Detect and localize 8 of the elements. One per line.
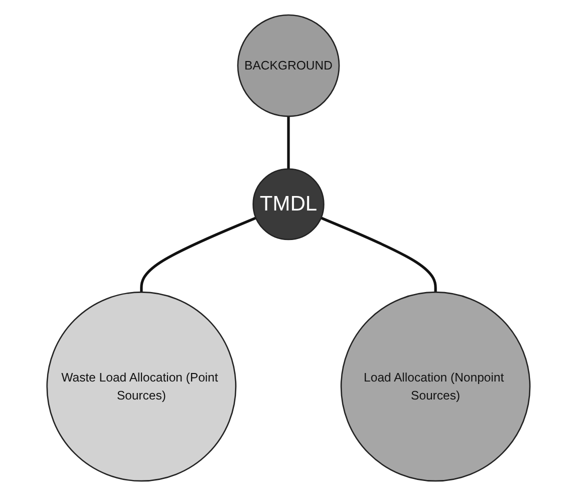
connector [140, 216, 256, 292]
node-circle [237, 14, 340, 116]
node-circle [46, 291, 236, 482]
connector [320, 216, 437, 292]
diagram: BACKGROUND TMDL Waste Load Allocation (Point Sources) Load Allocation (Nonpoint Sources) [40, 8, 537, 488]
node-circle [340, 291, 531, 482]
connector [287, 116, 290, 168]
node-circle [252, 168, 324, 240]
